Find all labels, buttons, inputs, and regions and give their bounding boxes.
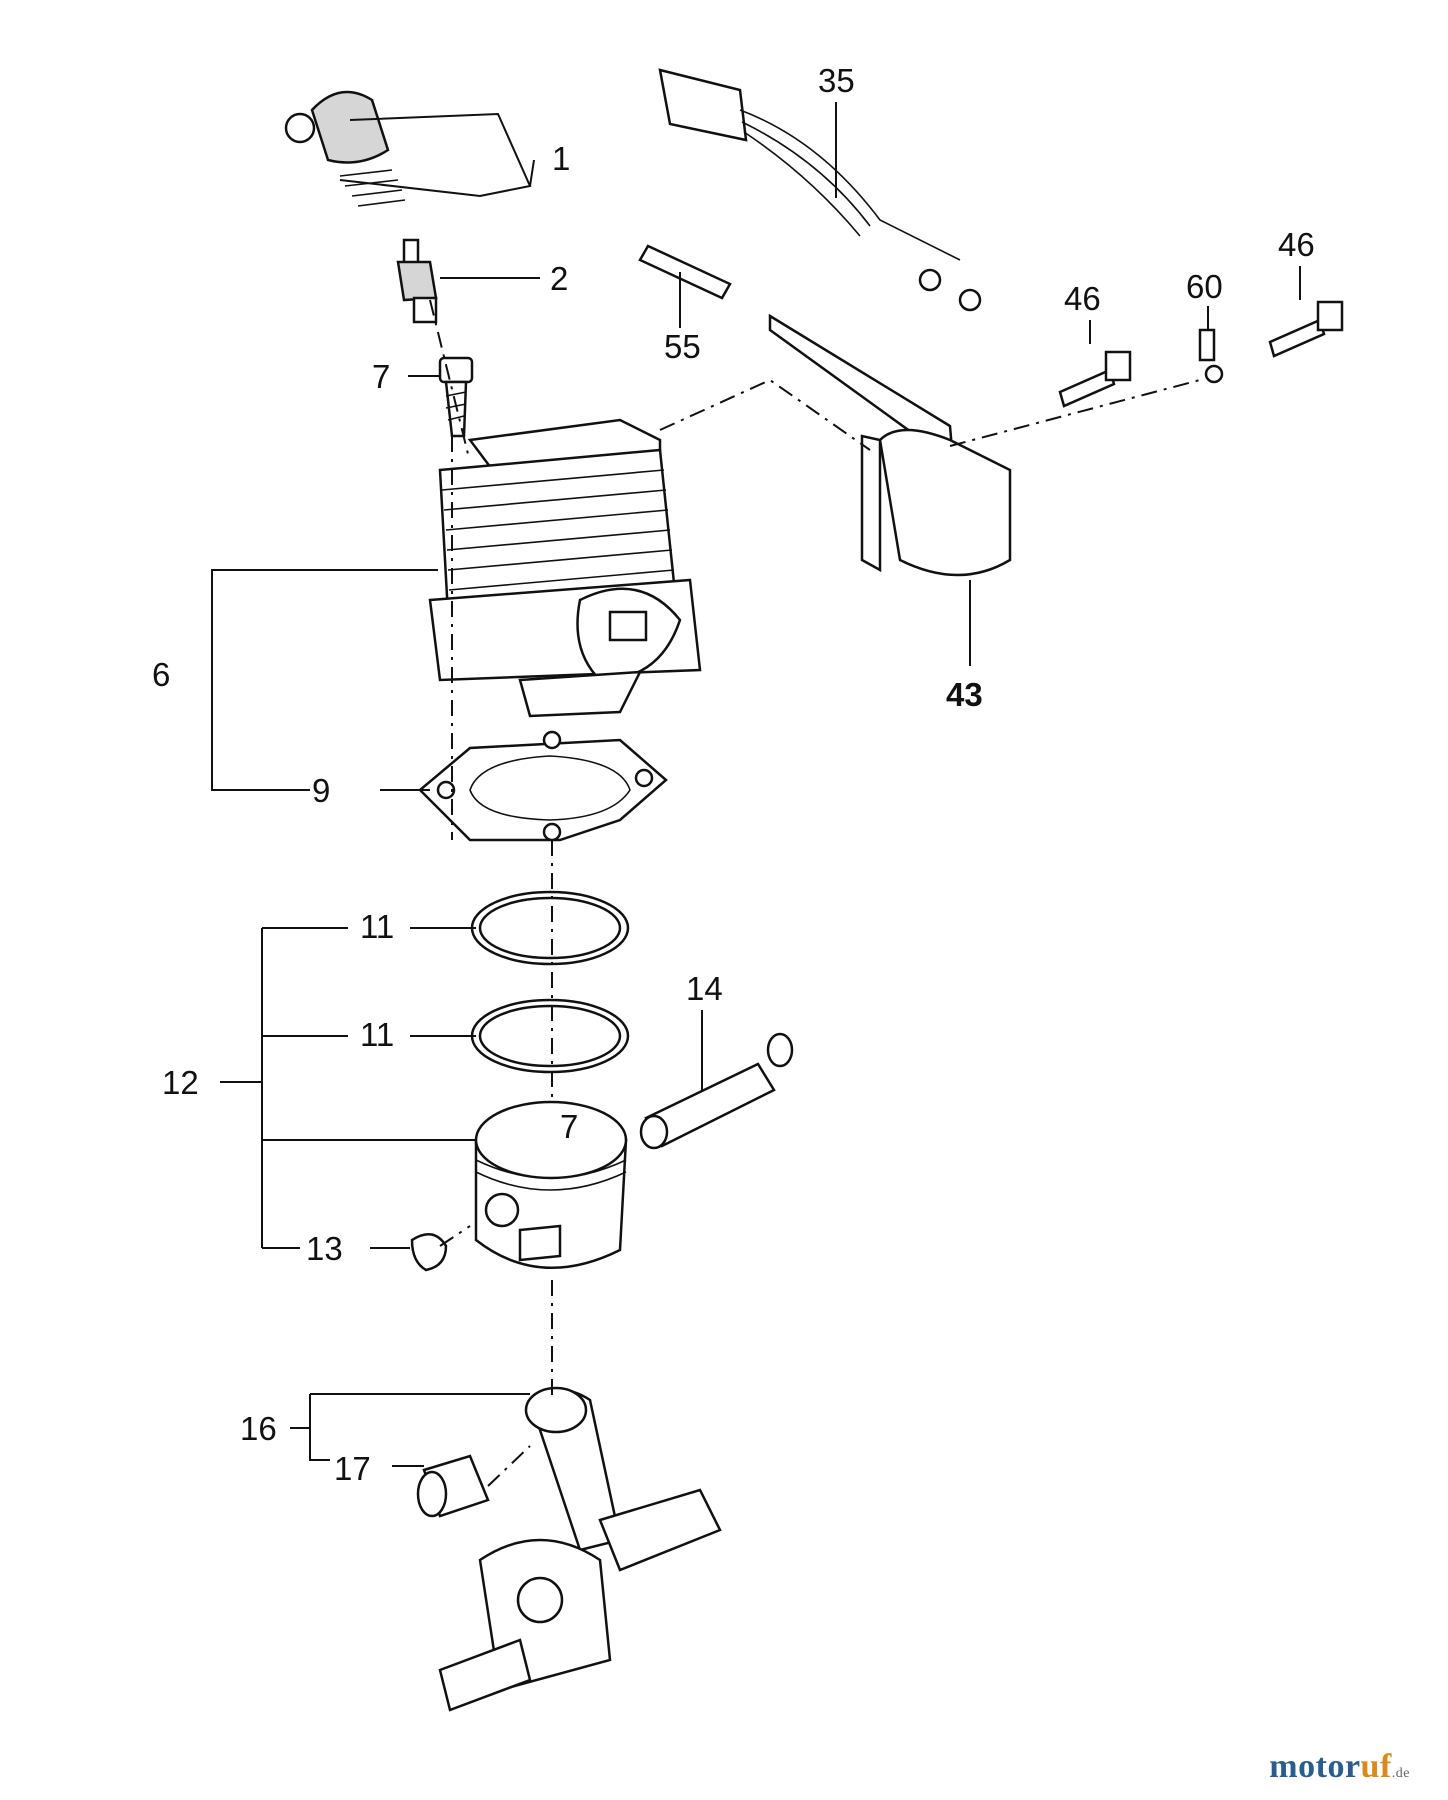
callout-46-right: 46 bbox=[1278, 226, 1315, 263]
callout-13: 13 bbox=[306, 1230, 343, 1267]
callout-16: 16 bbox=[240, 1410, 277, 1447]
part-35-wire-harness bbox=[658, 68, 982, 312]
piston-mark: 7 bbox=[560, 1108, 578, 1145]
callout-14: 14 bbox=[686, 970, 723, 1007]
callout-9: 9 bbox=[312, 772, 330, 809]
part-14-piston-pin bbox=[639, 1032, 794, 1150]
callout-11-lower: 11 bbox=[360, 1016, 394, 1053]
part-46-screw-right bbox=[1268, 300, 1344, 358]
callout-46-left: 46 bbox=[1064, 280, 1101, 317]
callout-2: 2 bbox=[550, 260, 568, 297]
callout-17: 17 bbox=[334, 1450, 371, 1487]
part-17-needle-bearing bbox=[416, 1454, 490, 1518]
part-46-screw-left bbox=[1058, 350, 1132, 408]
part-60-terminal bbox=[1198, 328, 1224, 384]
part-12-piston bbox=[474, 1100, 628, 1270]
callout-7: 7 bbox=[372, 358, 390, 395]
part-55-strip bbox=[638, 244, 732, 300]
watermark-logo: motoruf.de bbox=[1269, 1748, 1410, 1785]
callout-1: 1 bbox=[552, 140, 570, 177]
callout-6: 6 bbox=[152, 656, 170, 693]
callout-60: 60 bbox=[1186, 268, 1223, 305]
callout-55: 55 bbox=[664, 328, 701, 365]
part-43-ignition-coil bbox=[768, 313, 1012, 577]
part-9-gasket bbox=[418, 730, 668, 842]
part-1-plug-cap bbox=[284, 90, 406, 207]
part-2-spark-plug bbox=[396, 238, 438, 324]
callout-35: 35 bbox=[818, 62, 855, 99]
part-6-cylinder bbox=[428, 418, 702, 718]
part-7-bolt bbox=[438, 356, 474, 438]
callout-11-upper: 11 bbox=[360, 908, 394, 945]
part-13-piston-clip bbox=[410, 1233, 448, 1272]
callout-12: 12 bbox=[162, 1064, 199, 1101]
part-16-crankshaft bbox=[438, 1386, 722, 1712]
callout-43: 43 bbox=[946, 676, 983, 713]
